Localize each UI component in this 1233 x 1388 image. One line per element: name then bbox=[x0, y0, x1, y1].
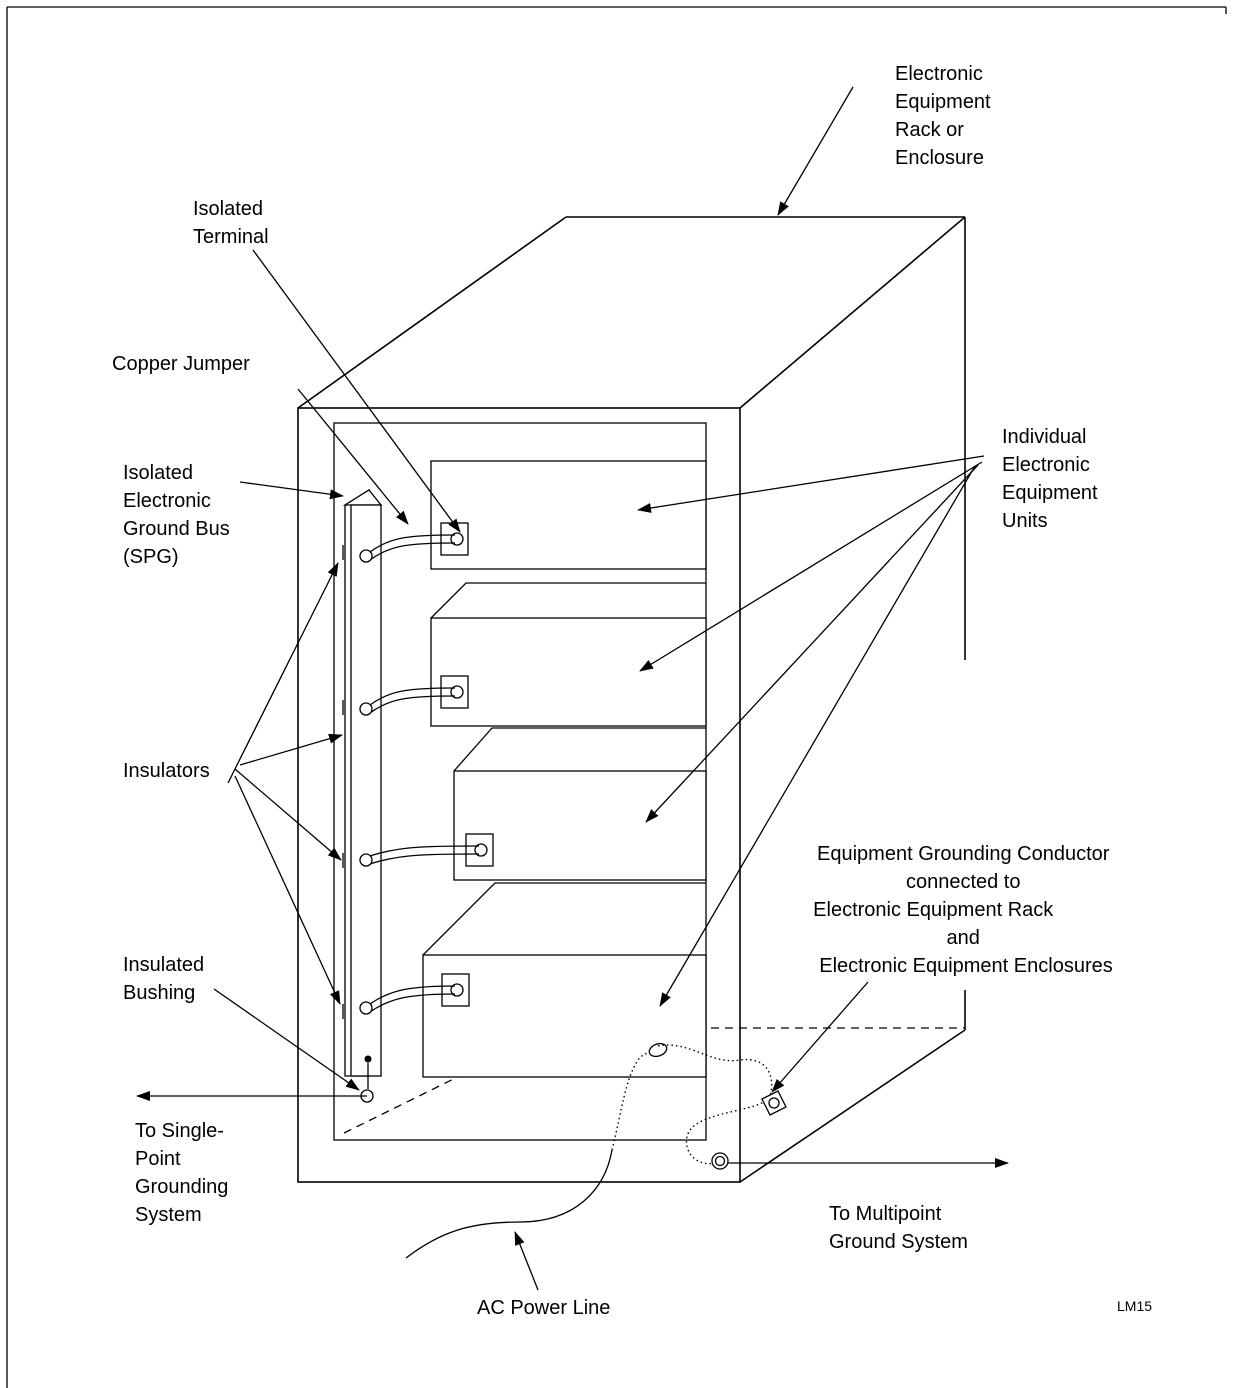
labels: Electronic Equipment Rack or Enclosure I… bbox=[112, 63, 1152, 1319]
ac-power-line-label: AC Power Line bbox=[477, 1297, 610, 1319]
equipment-unit-1 bbox=[430, 460, 707, 570]
single-point-label: To Single- Point Grounding System bbox=[135, 1120, 234, 1226]
egc-label: Equipment Grounding Conductor connected … bbox=[813, 843, 1115, 977]
equipment-units bbox=[422, 460, 707, 1078]
equipment-units-label: Individual Electronic Equipment Units bbox=[1002, 426, 1103, 532]
figure-id: LM15 bbox=[1117, 1298, 1152, 1314]
copper-jumpers bbox=[359, 534, 480, 1015]
insulated-bushing-label: Insulated Bushing bbox=[123, 954, 210, 1004]
ground-bus bbox=[342, 488, 383, 1103]
page-frame bbox=[6, 6, 1227, 1388]
copper-jumper-label: Copper Jumper bbox=[112, 353, 250, 375]
rack-front-frame bbox=[297, 407, 741, 1183]
ground-bus-label: Isolated Electronic Ground Bus (SPG) bbox=[123, 462, 235, 568]
ac-power-line bbox=[405, 1042, 787, 1259]
equipment-unit-2 bbox=[430, 582, 707, 727]
arrows bbox=[136, 86, 1009, 1291]
equipment-unit-3 bbox=[453, 727, 707, 881]
multipoint-label: To Multipoint Ground System bbox=[829, 1203, 968, 1253]
rack-enclosure bbox=[297, 216, 966, 1183]
insulators-label: Insulators bbox=[123, 760, 210, 782]
enclosure-label: Electronic Equipment Rack or Enclosure bbox=[895, 63, 996, 169]
isolated-terminal-label: Isolated Terminal bbox=[193, 198, 269, 248]
